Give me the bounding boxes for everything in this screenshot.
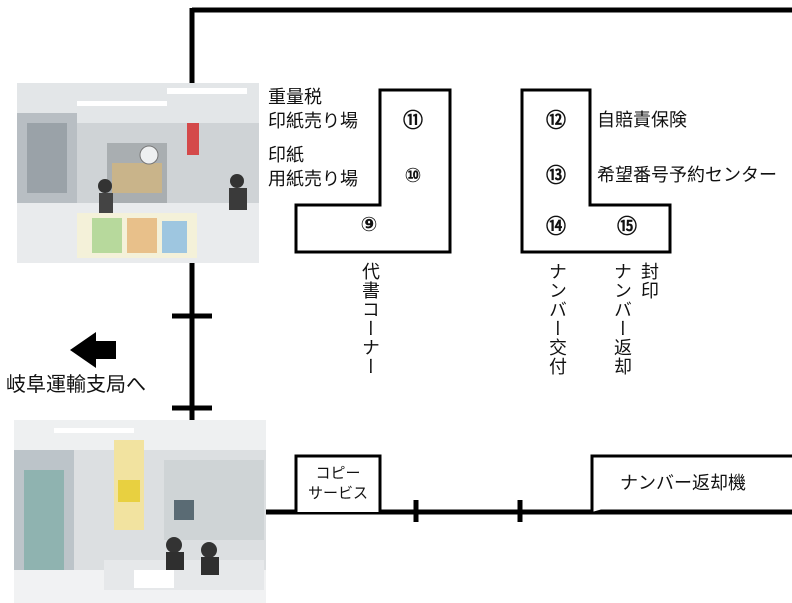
counter-15-label-line2: ナンバー返却	[611, 262, 632, 376]
counter-11-label-line2: 印紙売り場	[268, 111, 358, 132]
office-photo-lower	[14, 420, 266, 603]
office-photo-upper	[17, 83, 259, 263]
counter-12-number: ⑫	[546, 108, 566, 132]
counter-13-label: 希望番号予約センター	[597, 165, 777, 186]
counter-left-shape	[294, 88, 452, 254]
counter-11-label-line1: 重量税	[268, 87, 322, 108]
counter-right-shape	[520, 88, 672, 254]
counter-9-label: 代書コーナー	[359, 262, 380, 376]
counter-11-number: ⑪	[403, 108, 423, 132]
counter-9-number: ⑨	[360, 212, 378, 236]
copy-service-label-line1: コピー	[315, 464, 361, 482]
plate-return-machine-box	[590, 454, 792, 512]
counter-10-label-line1: 印紙	[268, 145, 304, 166]
copy-service-box	[294, 454, 382, 512]
counter-14-label: ナンバー交付	[546, 262, 567, 376]
counter-10-label-line2: 用紙売り場	[268, 169, 358, 190]
entrance-label: 岐阜運輸支局へ	[6, 372, 146, 396]
plate-return-machine-label: ナンバー返却機	[620, 473, 746, 494]
counter-13-number: ⑬	[546, 163, 566, 187]
counter-10-number: ⑩	[404, 163, 422, 187]
counter-15-label-line1: 封印	[638, 262, 659, 300]
copy-service-label-line2: サービス	[307, 484, 368, 502]
counter-15-number: ⑮	[617, 214, 637, 238]
left-arrow-icon	[70, 332, 116, 368]
counter-12-label: 自賠責保険	[597, 110, 687, 131]
counter-14-number: ⑭	[546, 214, 566, 238]
